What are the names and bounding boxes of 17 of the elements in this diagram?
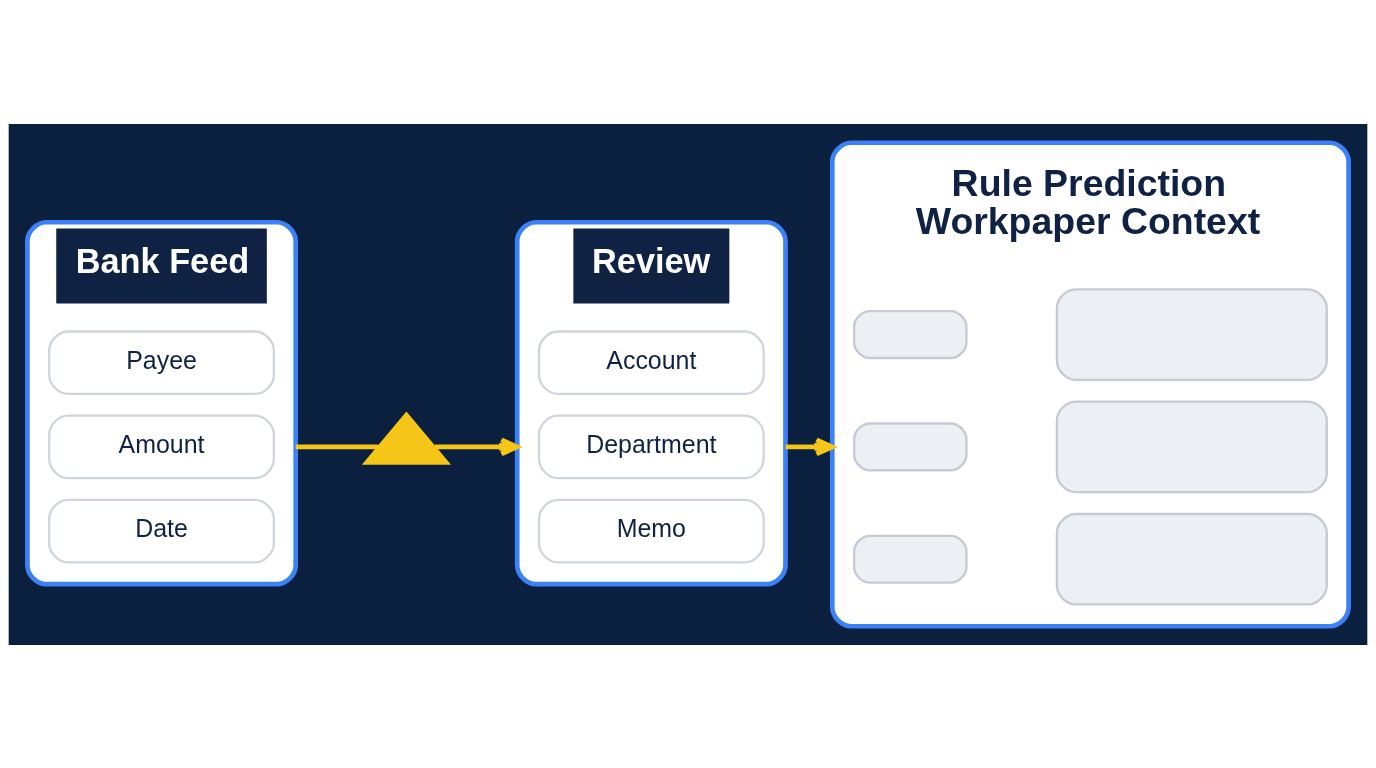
node-box — [1055, 287, 1328, 381]
node-box — [852, 421, 968, 471]
arrow — [785, 437, 835, 456]
node-box: Date — [48, 498, 276, 563]
node-box: Amount — [48, 414, 276, 479]
node-box: Memo — [537, 498, 765, 563]
connector — [295, 444, 379, 449]
node-box — [852, 309, 968, 359]
node-box — [1055, 512, 1328, 606]
node-box — [1055, 400, 1328, 493]
node-box: Payee — [48, 329, 276, 395]
cluster: Rule Prediction Workpaper Context — [829, 139, 1351, 629]
node-box: Department — [537, 414, 765, 479]
node-box: Account — [537, 329, 765, 395]
node-box — [852, 534, 968, 584]
arrow — [434, 437, 520, 456]
node-triangle — [361, 411, 452, 465]
